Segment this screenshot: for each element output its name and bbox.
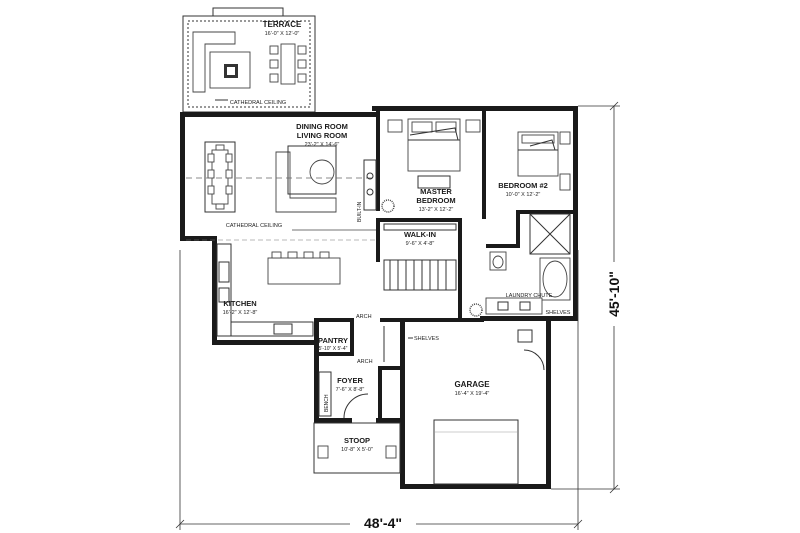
interior-walls [314, 111, 578, 422]
laundry-chute-label: LAUNDRY CHUTE [506, 293, 553, 299]
width-dimension-label: 48'-4" [364, 515, 402, 531]
walk-in-size: 9'-6" X 4'-8" [406, 241, 435, 247]
pantry-size: 5'-10" X 5'-4" [319, 346, 348, 352]
terrace-ceiling-note: CATHEDRAL CEILING [230, 100, 286, 106]
arch-bottom-label: ARCH [357, 359, 373, 365]
garage-shelves-label: SHELVES [414, 336, 439, 342]
master-bedroom-size: 13'-2" X 12'-2" [419, 207, 454, 213]
dining-living-area [186, 141, 377, 241]
bathroom-area [469, 251, 571, 317]
stoop-area [313, 422, 401, 474]
foyer-size: 7'-6" X 8'-8" [336, 387, 365, 393]
master-bedroom-label-1: MASTER [420, 187, 452, 196]
arch-top-label: ARCH [356, 314, 372, 320]
terrace-area [182, 7, 316, 113]
terrace-size: 16'-0" X 12'-0" [265, 31, 300, 37]
walk-in-stairs [383, 223, 457, 291]
kitchen-size: 16'-2" X 12'-8" [223, 310, 258, 316]
bath-shelves-label: SHELVES [546, 310, 571, 316]
stoop-size: 10'-8" X 5'-0" [341, 447, 373, 453]
foyer-label: FOYER [337, 376, 363, 385]
bedroom-2-label: BEDROOM #2 [498, 181, 548, 190]
master-bedroom-label-2: BEDROOM [416, 196, 455, 205]
garage-label: GARAGE [454, 380, 490, 389]
bench-label: BENCH [324, 394, 330, 412]
built-in-label: BUILT-IN [357, 201, 363, 222]
garage-size: 16'-4" X 19'-4" [455, 391, 490, 397]
dining-room-label: DINING ROOM [296, 122, 348, 131]
dining-ceiling-note: CATHEDRAL CEILING [226, 223, 282, 229]
walk-in-label: WALK-IN [404, 230, 436, 239]
bedroom-2-size: 10'-0" X 12'-2" [506, 192, 541, 198]
kitchen-label: KITCHEN [223, 299, 256, 308]
terrace-label: TERRACE [263, 20, 302, 29]
foyer-area [318, 371, 369, 419]
bedroom-2-area [517, 131, 571, 255]
kitchen-area [216, 243, 341, 337]
pantry-shelves [383, 326, 413, 362]
garage-area [433, 329, 545, 485]
living-room-label: LIVING ROOM [297, 131, 347, 140]
master-bedroom-area [381, 118, 481, 213]
pantry-label: PANTRY [318, 336, 348, 345]
stoop-label: STOOP [344, 436, 370, 445]
dining-living-size: 23'-2" X 14'-6" [305, 142, 340, 148]
depth-dimension-label: 45'-10" [606, 271, 622, 317]
